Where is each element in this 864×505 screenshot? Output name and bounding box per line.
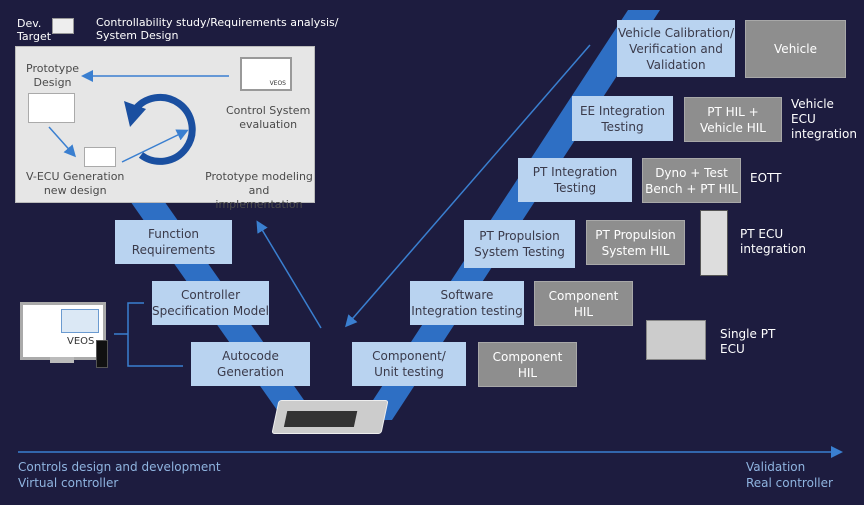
axis-right-label: Validation Real controller <box>746 460 833 490</box>
component-unit-box: Component/ Unit testing <box>352 342 466 386</box>
pt-propulsion-testing-box: PT Propulsion System Testing <box>464 220 575 268</box>
cycle-arrow-icon <box>131 93 196 165</box>
software-integration-box: Software Integration testing <box>410 281 524 325</box>
control-eval-label: Control System evaluation <box>226 104 311 131</box>
veos-monitor-icon: VEOS <box>20 302 106 360</box>
block-diagram-thumbnail <box>28 93 75 123</box>
component-hil-box-2: Component HIL <box>478 342 577 387</box>
function-requirements-box: Function Requirements <box>115 220 232 264</box>
pt-ecu-integration-label: PT ECU integration <box>740 227 806 256</box>
dyno-test-bench-box: Dyno + Test Bench + PT HIL <box>642 158 741 203</box>
eott-label: EOTT <box>750 171 782 185</box>
pc-tower-icon <box>96 340 108 368</box>
hil-simulator-image <box>646 320 706 360</box>
autocode-box: Autocode Generation <box>191 342 310 386</box>
prototype-panel: Prototype Design VEOS Control System eva… <box>15 46 315 211</box>
pt-propulsion-hil-box: PT Propulsion System HIL <box>586 220 685 265</box>
prototype-design-label: Prototype Design <box>26 62 80 89</box>
vehicle-ecu-integration-label: Vehicle ECU integration <box>791 97 857 141</box>
pt-integration-box: PT Integration Testing <box>518 158 632 202</box>
vehicle-box: Vehicle <box>745 20 846 78</box>
veos-label: VEOS <box>67 336 95 347</box>
hil-rack-image <box>700 210 728 276</box>
chart-icon <box>52 18 74 34</box>
single-pt-ecu-label: Single PT ECU <box>720 327 776 356</box>
code-thumbnail <box>84 147 116 167</box>
veos-label: VEOS <box>269 80 286 87</box>
vecu-label: V-ECU Generation new design <box>26 170 125 197</box>
arrow-down-left <box>345 44 591 328</box>
monitor-stand <box>50 357 74 363</box>
dev-target-label: Dev. Target <box>17 17 52 43</box>
component-hil-box: Component HIL <box>534 281 633 326</box>
arrow-up-left <box>256 220 322 329</box>
ecu-image <box>271 400 389 434</box>
prototype-modeling-label: Prototype modeling and implementation <box>205 170 313 211</box>
ee-integration-box: EE Integration Testing <box>572 96 673 141</box>
axis-left-label: Controls design and development Virtual … <box>18 460 221 490</box>
veos-monitor-icon: VEOS <box>240 57 292 91</box>
vehicle-calibration-box: Vehicle Calibration/ Verification and Va… <box>617 20 735 77</box>
header-text: Controllability study/Requirements analy… <box>96 16 339 42</box>
car-icon <box>61 309 99 333</box>
pt-hil-vehicle-hil-box: PT HIL + Vehicle HIL <box>684 97 782 142</box>
controller-spec-box: Controller Specification Model <box>152 281 269 325</box>
